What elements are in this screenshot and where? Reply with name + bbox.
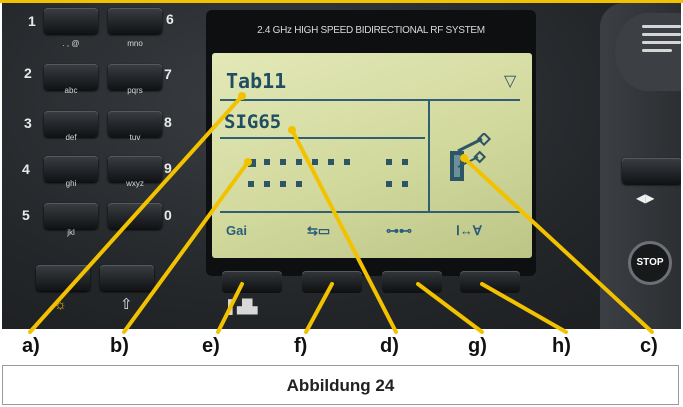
key-7-number: 7	[164, 66, 172, 82]
callout-line-d	[290, 128, 398, 334]
lcd-subtitle: SIG65	[224, 111, 282, 133]
callout-label-a: a)	[22, 335, 40, 357]
shift-icon: ⇧	[120, 296, 133, 313]
caption-box: Abbildung 24	[2, 365, 679, 405]
function-button-1[interactable]	[222, 271, 282, 293]
lcd-divider-vertical	[428, 101, 430, 211]
key-9-letters: wxyz	[126, 179, 144, 188]
pointer-dot	[248, 159, 256, 167]
key-8-letters: tuv	[129, 133, 141, 142]
key-8[interactable]	[108, 111, 162, 137]
callout-line-g	[416, 282, 484, 334]
stop-button[interactable]: STOP	[628, 241, 672, 285]
callout-line-e	[216, 282, 244, 334]
lcd-divider-bottom	[220, 211, 520, 213]
lcd-title: Tab11	[226, 69, 287, 93]
callout-label-f: f)	[294, 335, 308, 357]
function-button-3[interactable]	[382, 271, 442, 293]
softkey-label-1: Gai	[226, 223, 247, 238]
callout-line-f	[304, 282, 334, 334]
key-2-number: 2	[24, 65, 32, 81]
transmitter-device: 1 . , @ 2 abc 3 def 4 ghi 5 jkl 6 mno 7 …	[2, 3, 681, 329]
callout-line-b	[122, 160, 250, 334]
shift-key[interactable]	[100, 265, 154, 291]
key-5-letters: jkl	[67, 228, 75, 237]
key-3-letters: def	[65, 133, 77, 142]
key-1-number: 1	[28, 13, 36, 29]
key-2[interactable]	[44, 64, 98, 90]
callout-line-h	[480, 282, 568, 334]
callout-label-c: c)	[640, 335, 658, 357]
callout-label-h: h)	[552, 335, 571, 357]
side-key-upper[interactable]	[622, 158, 681, 184]
screen-header-text: 2.4 GHz HIGH SPEED BIDIRECTIONAL RF SYST…	[257, 25, 485, 36]
key-7-letters: pqrs	[127, 86, 143, 95]
key-4-letters: ghi	[65, 179, 77, 188]
key-1-letters: . , @	[62, 39, 80, 48]
callout-line-a	[28, 94, 244, 334]
softkey-label-3: ⊶⊷	[386, 223, 412, 238]
key-9-number: 9	[164, 160, 172, 176]
key-3[interactable]	[44, 111, 98, 137]
key-9[interactable]	[108, 156, 162, 182]
lcd-divider-top	[220, 99, 520, 101]
softkey-label-2: ⇆▭	[307, 223, 331, 238]
lcd-divider-mid	[220, 137, 425, 139]
callout-label-g: g)	[468, 335, 487, 357]
key-0-number: 0	[164, 207, 172, 223]
top-accent-bar	[0, 0, 683, 3]
key-5-number: 5	[22, 207, 30, 223]
callout-label-e: e)	[202, 335, 220, 357]
antenna-icon: ▽	[504, 73, 517, 90]
function-button-4[interactable]	[460, 271, 520, 293]
figure-caption: Abbildung 24	[286, 376, 395, 395]
key-5[interactable]	[44, 203, 98, 229]
key-4[interactable]	[44, 156, 98, 182]
key-6-number: 6	[166, 11, 174, 27]
key-1[interactable]	[44, 8, 98, 34]
key-6-letters: mno	[127, 39, 143, 48]
bars-icon: ▌▟▙	[228, 299, 258, 314]
softkey-label-4: Ⅰ↔Ɐ	[456, 223, 482, 238]
callout-label-d: d)	[380, 335, 399, 357]
key-8-number: 8	[164, 114, 172, 130]
lcd-display: Tab11 ▽ SIG65	[212, 53, 532, 258]
key-4-number: 4	[22, 161, 30, 177]
callout-line-c	[462, 156, 654, 334]
callout-label-b: b)	[110, 335, 129, 357]
key-7[interactable]	[108, 64, 162, 90]
key-3-number: 3	[24, 115, 32, 131]
key-2-letters: abc	[64, 86, 78, 95]
left-right-arrows-icon: ◀▶	[636, 191, 655, 205]
key-6[interactable]	[108, 8, 162, 34]
